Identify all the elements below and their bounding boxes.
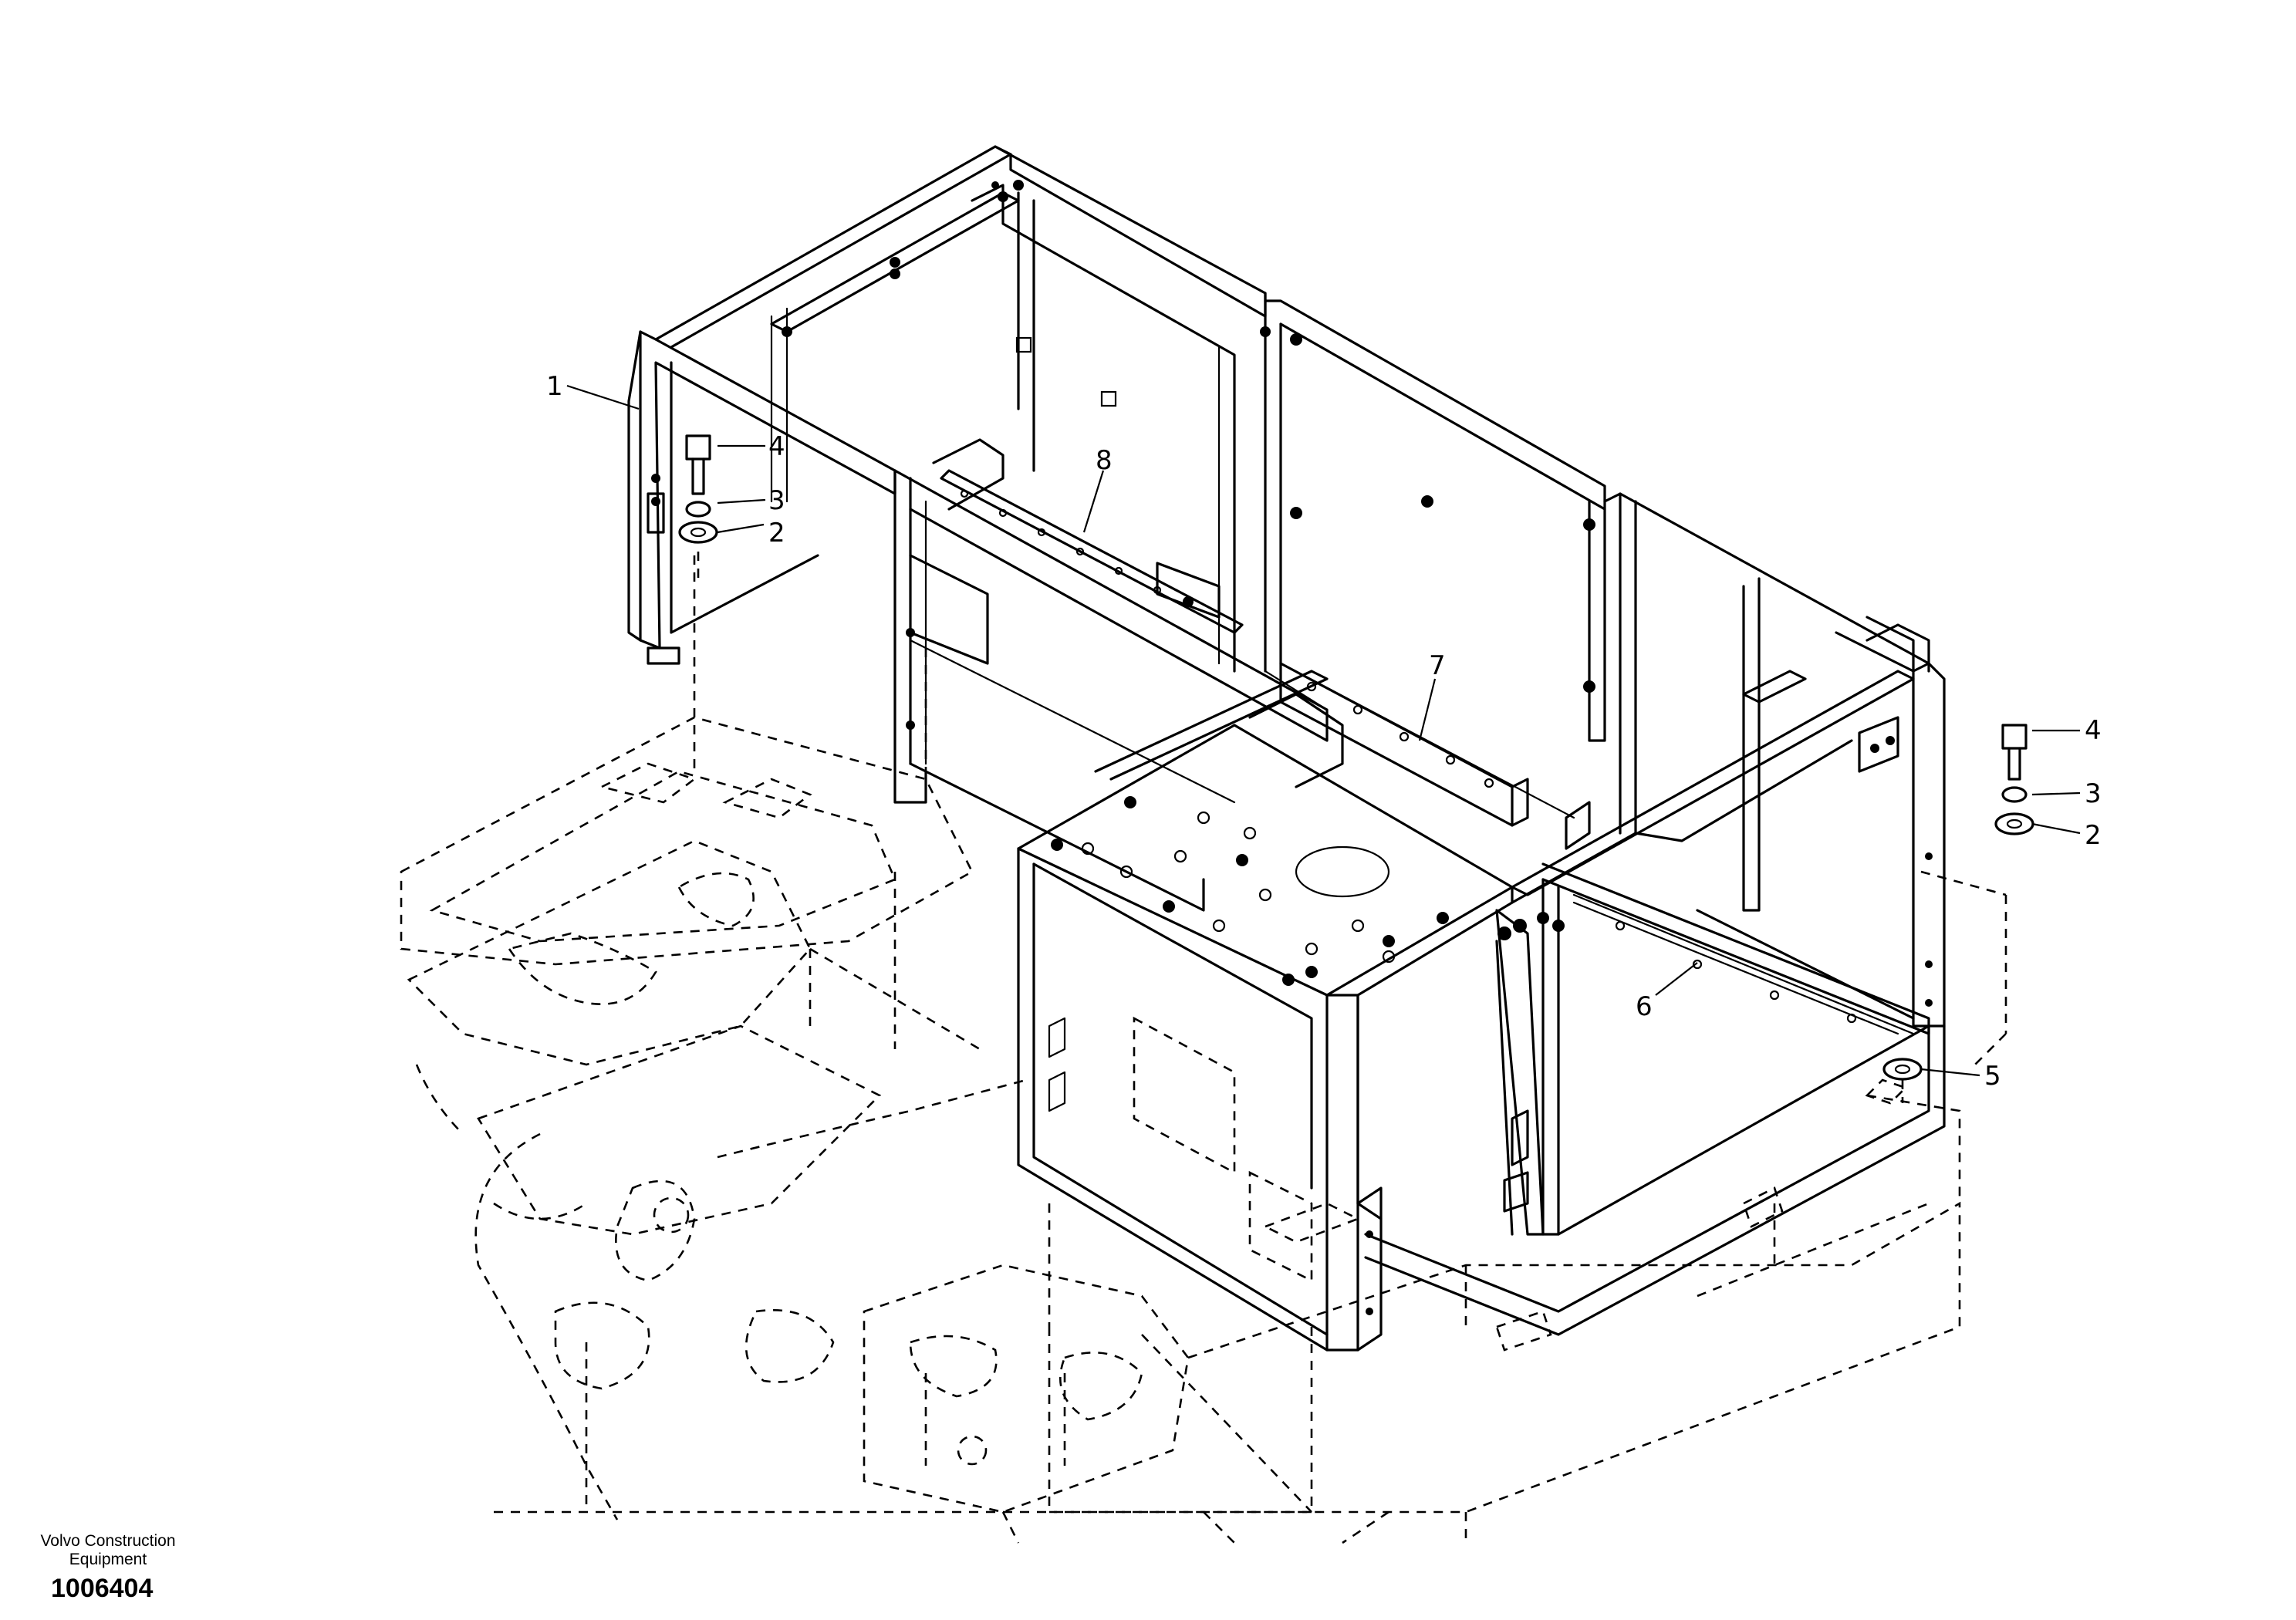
drawing-number: 1006404: [51, 1574, 154, 1603]
label-part-2-right: 2: [2085, 820, 2102, 851]
label-part-3-left: 3: [768, 485, 785, 516]
part-labels: 1 4 3 2 8 7 4 3 2 5 6: [546, 371, 2102, 1092]
left-fasteners: [678, 434, 718, 579]
label-part-8: 8: [1096, 445, 1113, 476]
leader-lines: [566, 384, 2081, 1077]
part-7-strip: [1279, 662, 1529, 827]
brand-line-1: Volvo Construction: [40, 1532, 176, 1550]
part-6-right-frame: [1364, 492, 1946, 1336]
brand-line-2: Equipment: [69, 1551, 147, 1568]
label-part-4-right: 4: [2085, 715, 2102, 746]
hinge-arm: [1495, 909, 1545, 1236]
label-part-2-left: 2: [768, 518, 785, 548]
label-part-3-right: 3: [2085, 778, 2102, 809]
label-part-5: 5: [1984, 1061, 2001, 1092]
label-part-4-left: 4: [768, 431, 785, 462]
right-fasteners: [1994, 724, 2034, 835]
part-5-washer: [1882, 1058, 1923, 1103]
base-frame-dashed-outline: [400, 555, 2007, 1544]
front-cover-box: [1017, 670, 1514, 1352]
label-part-6: 6: [1636, 991, 1653, 1022]
label-part-7: 7: [1429, 650, 1446, 681]
middle-panel: [1264, 299, 1606, 819]
part-1-left-frame: [627, 145, 1329, 912]
part-8-strip: [940, 469, 1244, 634]
label-part-1: 1: [546, 371, 563, 402]
